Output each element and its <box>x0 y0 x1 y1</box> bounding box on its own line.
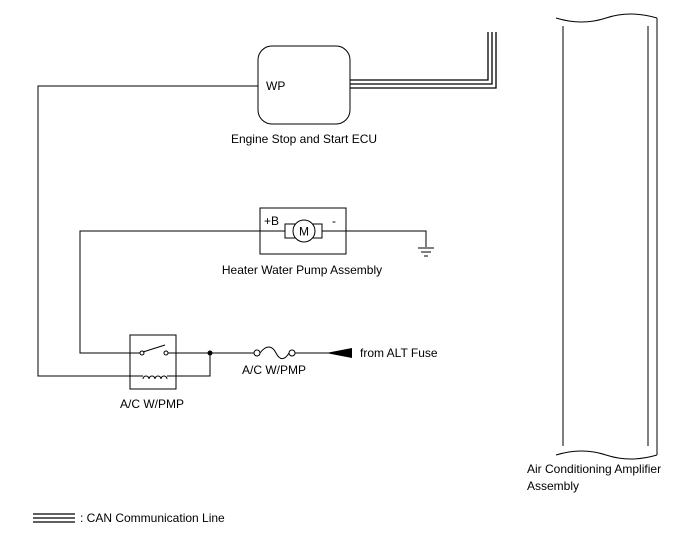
can-communication-line <box>350 32 497 89</box>
ecu-pin-wp: WP <box>266 79 285 93</box>
pump-caption: Heater Water Pump Assembly <box>222 263 382 277</box>
ground-wire <box>346 230 427 247</box>
fuse-icon <box>253 346 296 360</box>
pump-terminal-minus: - <box>332 214 336 228</box>
ecu-caption: Engine Stop and Start ECU <box>231 132 377 146</box>
amplifier-caption-line2: Assembly <box>527 479 579 493</box>
fuse-caption: A/C W/PMP <box>242 363 306 377</box>
motor-label: M <box>299 225 309 239</box>
wp-signal-wire <box>37 85 258 377</box>
pump-supply-wire <box>79 230 260 354</box>
ground-icon <box>418 247 434 257</box>
source-label: from ALT Fuse <box>360 346 438 360</box>
relay-switch-icon <box>130 344 176 356</box>
relay-caption: A/C W/PMP <box>120 397 184 411</box>
motor-icon <box>292 219 316 243</box>
relay-coil-supply-wire <box>176 353 211 377</box>
pump-terminal-plus-b: +B <box>264 214 279 228</box>
legend-can-line-icon <box>33 513 75 523</box>
engine-stop-start-ecu-box <box>257 45 351 125</box>
junction-dot <box>207 350 213 356</box>
amplifier-caption-line1: Air Conditioning Amplifier <box>527 462 661 476</box>
source-arrow-icon <box>326 348 352 358</box>
relay-coil-icon <box>130 375 176 380</box>
legend-label: : CAN Communication Line <box>80 511 225 525</box>
relay-box <box>129 334 177 390</box>
air-conditioning-amplifier-assembly <box>555 13 658 460</box>
